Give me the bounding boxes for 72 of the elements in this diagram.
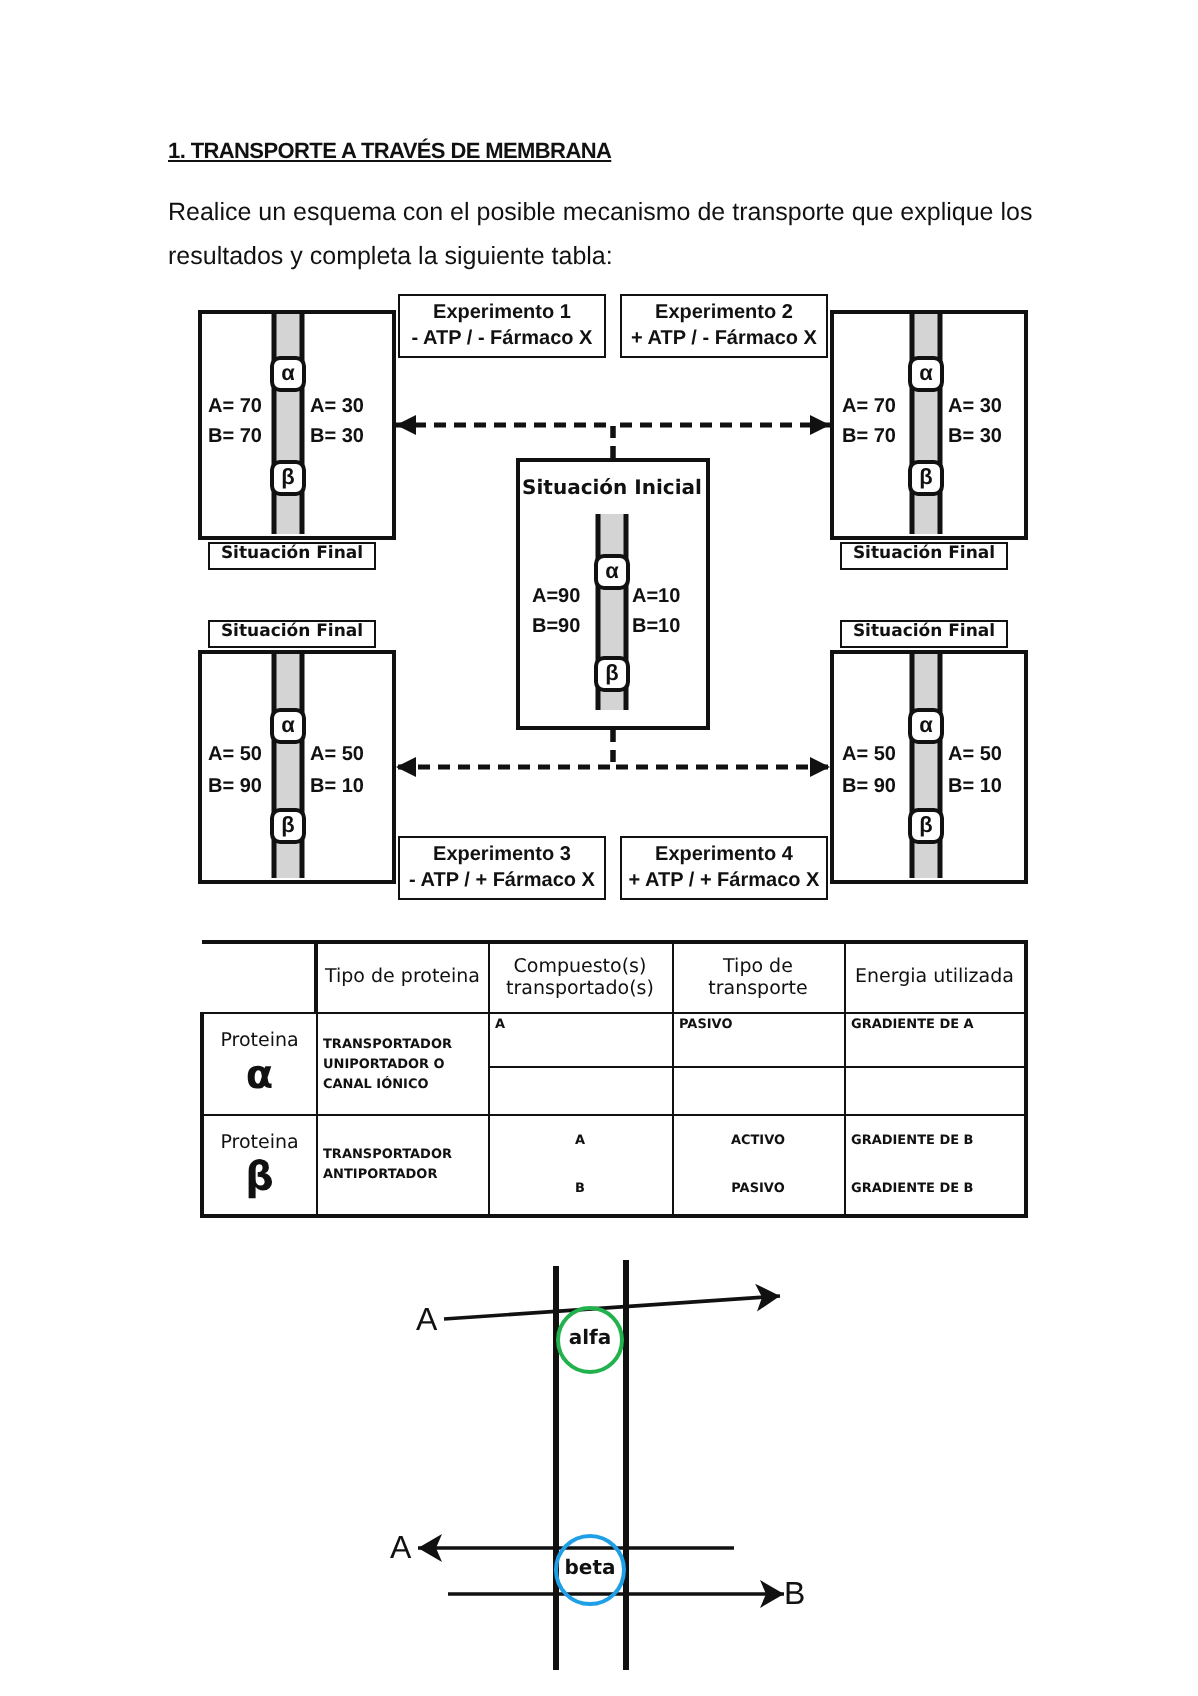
substance-label: B — [784, 1578, 812, 1610]
protein-symbol: β — [270, 808, 306, 844]
protein-symbol: β — [908, 460, 944, 496]
concentration-text: A= 50 — [310, 744, 364, 766]
situation-label: Situación Final — [840, 620, 1008, 648]
dashed-arrow — [610, 730, 830, 777]
protein-circle: alfa — [556, 1306, 624, 1374]
heading: 1. TRANSPORTE A TRAVÉS DE MEMBRANA — [168, 140, 612, 164]
experiment-title: Experimento 2 — [653, 300, 795, 326]
column-header: Energia utilizada — [844, 942, 1026, 1012]
greek-letter: β — [243, 1153, 276, 1198]
concentration-text: B=90 — [532, 616, 581, 638]
concentration-text: A= 50 — [842, 744, 896, 766]
column-header: Tipo de proteina — [316, 942, 488, 1012]
protein-symbol: α — [594, 554, 630, 590]
concentration-text: A= 30 — [310, 396, 364, 418]
condition-text: - ATP / + Fármaco X — [407, 868, 597, 894]
situation-label: Situación Final — [840, 542, 1008, 570]
concentration-text: B= 70 — [842, 426, 896, 448]
initial-situation-panel — [516, 458, 710, 730]
experiment-panel — [830, 650, 1028, 884]
concentration-text: B= 30 — [948, 426, 1002, 448]
concentration-text: B= 90 — [208, 776, 262, 798]
arrow — [443, 1283, 781, 1321]
concentration-text: B= 90 — [842, 776, 896, 798]
row-header-text: Proteina — [220, 1131, 299, 1154]
dashed-arrow — [610, 415, 830, 458]
arrow — [418, 1534, 734, 1562]
protein-symbol: α — [908, 356, 944, 392]
protein-symbol: β — [908, 808, 944, 844]
arrow — [448, 1580, 784, 1608]
concentration-text: A= 50 — [208, 744, 262, 766]
protein-symbol: β — [594, 656, 630, 692]
header-box — [398, 836, 606, 900]
protein-symbol: α — [270, 356, 306, 392]
concentration-text: B=10 — [632, 616, 681, 638]
instruction-text: Realice un esquema con el posible mecanismo de transporte que explique los resultados y completa la siguiente tabla: — [168, 196, 1035, 274]
condition-text: - ATP / - Fármaco X — [409, 326, 595, 352]
experiment-title: Experimento 4 — [653, 842, 795, 868]
experiment-panel — [198, 650, 396, 884]
concentration-text: A= 70 — [842, 396, 896, 418]
condition-text: + ATP / - Fármaco X — [629, 326, 819, 352]
concentration-text: A=10 — [632, 586, 681, 608]
protein-symbol: α — [270, 708, 306, 744]
protein-symbol: β — [270, 460, 306, 496]
experiment-panel — [830, 310, 1028, 540]
header-box — [620, 294, 828, 358]
column-header: Compuesto(s) transportado(s) — [488, 942, 672, 1012]
situation-label: Situación Final — [208, 620, 376, 648]
concentration-text: B= 10 — [310, 776, 364, 798]
protein-circle: beta — [554, 1534, 626, 1606]
situation-label: Situación Final — [208, 542, 376, 570]
concentration-text: A= 50 — [948, 744, 1002, 766]
concentration-text: A=90 — [532, 586, 581, 608]
concentration-text: B= 30 — [310, 426, 364, 448]
column-header: Tipo de transporte — [672, 942, 844, 1012]
header-box — [398, 294, 606, 358]
protein-symbol: α — [908, 708, 944, 744]
substance-label: A — [416, 1304, 444, 1336]
greek-letter: α — [243, 1052, 276, 1096]
concentration-text: A= 30 — [948, 396, 1002, 418]
concentration-text: B= 70 — [208, 426, 262, 448]
condition-text: + ATP / + Fármaco X — [626, 868, 822, 894]
experiment-panel — [198, 310, 396, 540]
experiment-title: Experimento 1 — [431, 300, 573, 326]
row-header-text: Proteina — [220, 1030, 299, 1052]
experiment-title: Experimento 3 — [431, 842, 573, 868]
panel-title: Situación Inicial — [520, 478, 704, 500]
concentration-text: A= 70 — [208, 396, 262, 418]
substance-label: A — [390, 1532, 418, 1564]
header-box — [620, 836, 828, 900]
concentration-text: B= 10 — [948, 776, 1002, 798]
